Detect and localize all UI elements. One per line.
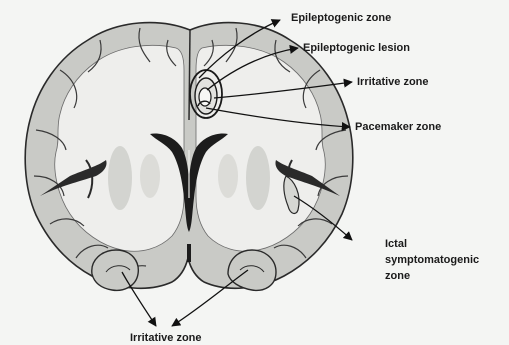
label-irritative-zone-bottom: Irritative zone bbox=[130, 331, 202, 345]
label-epileptogenic-zone: Epileptogenic zone bbox=[291, 11, 391, 25]
thalamus-right bbox=[218, 154, 238, 198]
temporal-lobe-left bbox=[92, 250, 139, 290]
thalamus-left bbox=[140, 154, 160, 198]
basal-ganglia-right bbox=[246, 146, 270, 210]
label-ictal-symptomatogenic-zone: Ictal symptomatogenic zone bbox=[385, 236, 495, 284]
label-epileptogenic-lesion: Epileptogenic lesion bbox=[303, 41, 410, 55]
basal-ganglia-left bbox=[108, 146, 132, 210]
label-pacemaker-zone: Pacemaker zone bbox=[355, 120, 441, 134]
label-irritative-zone-top: Irritative zone bbox=[357, 75, 429, 89]
third-ventricle bbox=[187, 244, 191, 262]
interhemispheric-fissure bbox=[189, 30, 190, 120]
temporal-lobe-right bbox=[228, 250, 276, 290]
